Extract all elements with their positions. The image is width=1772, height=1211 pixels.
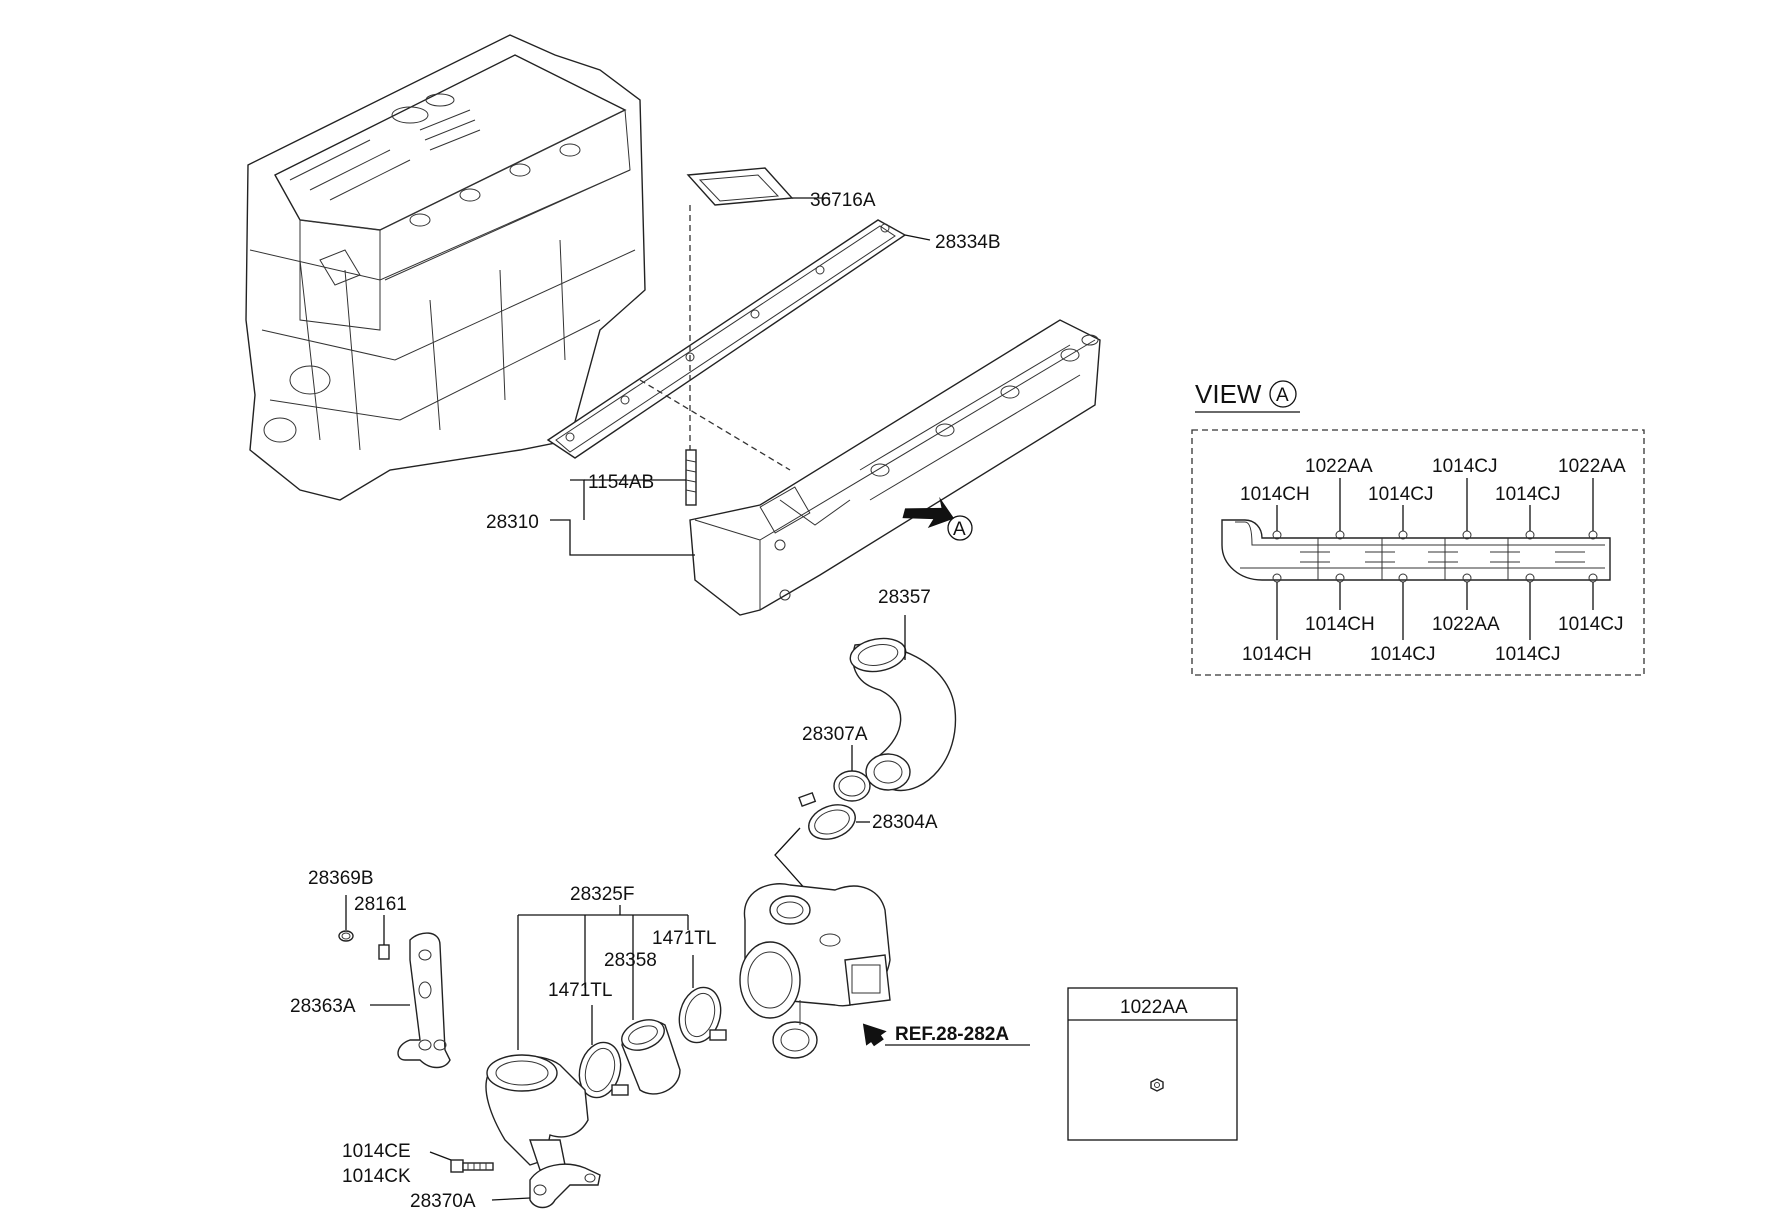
view-a-top-label-6: 1022AA [1558,456,1626,477]
nut-28369B [338,895,354,942]
view-a-bottom-label-2: 1014CH [1305,614,1375,635]
view-a-bottom-label-3: 1014CJ [1370,644,1436,665]
clamp-1471TL-right [678,955,727,1044]
part-labels: 36716A 28334B 1154AB 28310 28357 28307A … [290,190,1001,1211]
label-28161: 28161 [354,894,407,915]
view-a-top-label-1: 1014CH [1240,484,1310,505]
label-1471TL-left: 1471TL [548,980,612,1001]
intake-elbow [485,1054,589,1171]
ref-label: REF.28-282A [895,1024,1009,1045]
view-a-title: VIEW [1195,379,1262,409]
leader-lines [370,479,695,1050]
bolt-1014CE [429,1151,494,1173]
gasket-28334B [546,219,931,459]
label-1014CE: 1014CE [342,1141,411,1162]
label-28358: 28358 [604,950,657,971]
label-28325F: 28325F [570,884,634,905]
view-a-arrow: A [902,496,973,541]
view-a-top-label-4: 1014CJ [1432,456,1498,477]
label-28370A: 28370A [410,1191,476,1211]
view-a-frame [1191,429,1645,676]
bracket-28370A [491,1163,601,1209]
stud-1154AB [685,449,697,506]
view-a-bottom-label-4: 1022AA [1432,614,1500,635]
nut-icon [1150,1078,1164,1092]
view-a-bottom-label-6: 1014CJ [1558,614,1624,635]
label-28304A: 28304A [872,812,938,833]
bracket-28363A [397,932,451,1069]
legend-box-1022AA: 1022AA [1067,987,1238,1141]
turbocharger [739,883,891,1059]
ref-arrow: REF.28-282A [862,1023,1030,1047]
pipe-28357 [849,615,957,792]
view-a-bottom-label-5: 1014CJ [1495,644,1561,665]
view-a-top-label-5: 1014CJ [1495,484,1561,505]
label-28334B: 28334B [935,232,1001,253]
view-a-marker: A [953,519,966,540]
engine-block [245,34,646,501]
view-a-panel: VIEW A 1014CH 1022AA 1014CJ 1014CJ [1191,379,1645,676]
exhaust-manifold-28310 [689,319,1101,616]
label-28363A: 28363A [290,996,356,1017]
legend-box-title: 1022AA [1120,997,1188,1018]
view-a-bottom-label-1: 1014CH [1242,644,1312,665]
label-1014CK: 1014CK [342,1166,411,1187]
label-1154AB: 1154AB [588,472,654,493]
spacer-28161 [378,915,390,960]
view-a-title-marker: A [1276,385,1289,406]
alignment-lines [639,205,791,471]
label-28307A: 28307A [802,724,868,745]
view-a-top-label-3: 1014CJ [1368,484,1434,505]
clamp-28304A [774,791,870,901]
clamp-1471TL-left [578,1005,629,1099]
hose-28358 [621,955,681,1095]
label-28357: 28357 [878,587,931,608]
gasket-36716A [686,167,830,206]
label-1471TL-right: 1471TL [652,928,716,949]
label-28310: 28310 [486,512,539,533]
view-a-top-label-2: 1022AA [1305,456,1373,477]
label-36716A: 36716A [810,190,876,211]
ring-28307A [833,745,871,802]
label-28369B: 28369B [308,868,374,889]
